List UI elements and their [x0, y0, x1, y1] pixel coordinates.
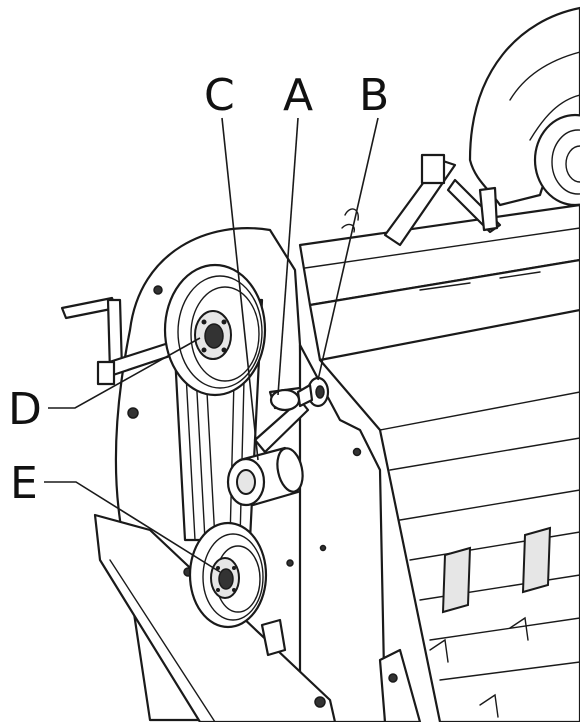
leader-b	[317, 117, 379, 381]
side-panel	[286, 343, 387, 722]
crank-handle	[60, 296, 184, 386]
discharge-tube	[468, 6, 580, 207]
leader-c	[221, 117, 259, 461]
hopper-body	[318, 308, 580, 722]
adjusting-bolt	[296, 376, 330, 408]
callout-a: A	[283, 70, 313, 121]
leader-d	[48, 337, 201, 409]
top-bracket	[341, 153, 502, 247]
idler-roller	[226, 446, 304, 507]
leader-e	[44, 481, 221, 573]
callout-d: D	[8, 384, 42, 435]
upper-pulley	[163, 263, 267, 397]
leader-a	[277, 117, 299, 396]
callout-e: E	[10, 458, 38, 509]
callout-b: B	[359, 70, 389, 121]
leader-lines	[44, 117, 379, 573]
callout-c: C	[204, 70, 235, 121]
lower-pulley	[188, 521, 287, 657]
